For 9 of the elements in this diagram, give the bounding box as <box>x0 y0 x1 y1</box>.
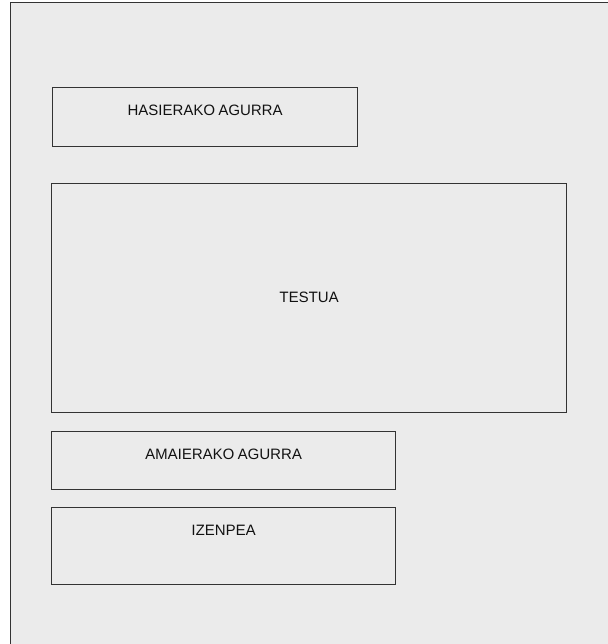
section-box <box>51 431 396 490</box>
section-label: AMAIERAKO AGURRA <box>145 446 302 465</box>
section-box <box>51 507 396 585</box>
section-label: TESTUA <box>279 288 339 308</box>
section-box <box>51 183 567 413</box>
page-frame <box>10 2 608 644</box>
section-box <box>52 87 358 147</box>
section-label: HASIERAKO AGURRA <box>127 102 283 121</box>
section-label: IZENPEA <box>191 522 256 541</box>
